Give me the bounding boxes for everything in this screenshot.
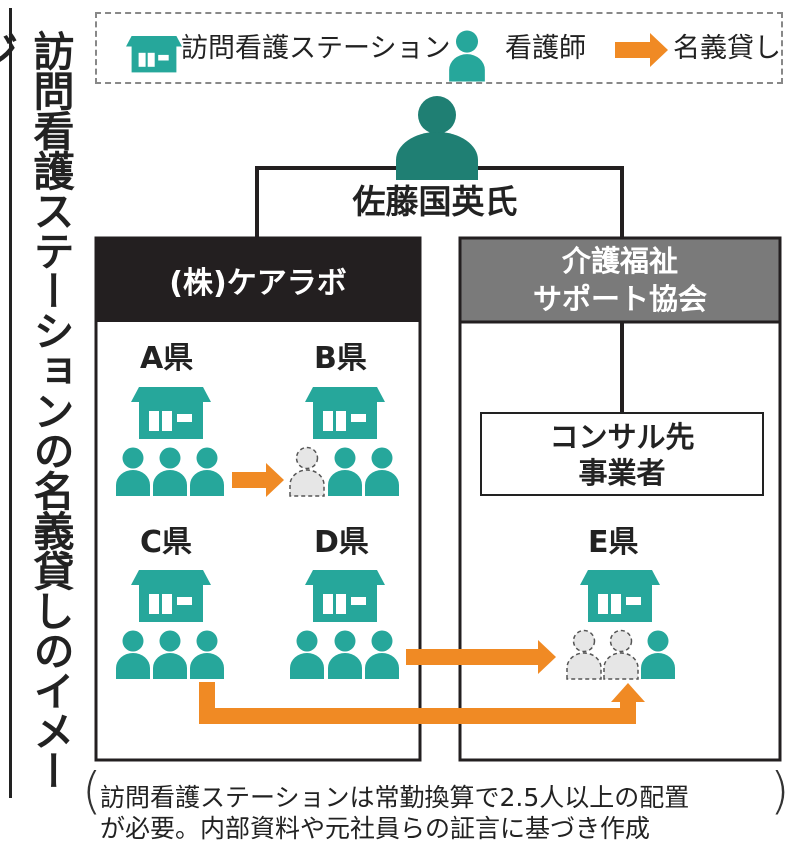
loan-arrow-c-to-e <box>199 682 645 724</box>
nurse-icon <box>641 630 675 679</box>
person-icon <box>396 96 478 180</box>
nurse-icon <box>190 447 224 496</box>
nurse-icon <box>116 447 150 496</box>
nurse-icon <box>328 630 362 679</box>
prefecture-d: D県 <box>314 525 369 560</box>
station-icon-d <box>305 570 385 622</box>
header-association <box>458 236 782 324</box>
prefecture-b: B県 <box>314 341 367 376</box>
prefecture-e: E県 <box>588 525 639 560</box>
care-labo-name: (株)ケアラボ <box>169 266 347 301</box>
nurse-icon <box>290 630 324 679</box>
loan-arrow-d-to-e <box>406 640 556 674</box>
association-name-line2: サポート協会 <box>532 282 707 316</box>
station-icon-e <box>580 570 660 622</box>
nurse-icon <box>365 630 399 679</box>
association-name: 介護福祉 サポート協会 <box>460 238 780 322</box>
footnote: ( 訪問看護ステーションは常勤換算で2.5人以上の配置 が必要。内部資料や元社員… <box>82 766 790 844</box>
station-icon-a <box>131 387 211 439</box>
paren-close: ) <box>770 762 790 820</box>
title-rule <box>9 8 12 798</box>
legend: 訪問看護ステーション 看護師 名義貸し <box>95 12 783 84</box>
nurse-icon <box>116 630 150 679</box>
nurse-icon <box>153 447 187 496</box>
legend-arrow-label: 名義貸し <box>673 33 781 64</box>
phantom-nurse-icon <box>566 629 602 680</box>
nurse-icon <box>153 630 187 679</box>
nurse-icon <box>365 447 399 496</box>
nurse-icon <box>190 630 224 679</box>
paren-open: ( <box>82 762 102 820</box>
footnote-line2: が必要。内部資料や元社員らの証言に基づき作成 <box>100 814 651 843</box>
loan-arrow-a-to-b <box>232 463 284 497</box>
consultant-line2: 事業者 <box>578 456 666 490</box>
phantom-nurse-icon <box>289 446 325 497</box>
legend-station-label: 訪問看護ステーション <box>181 33 451 64</box>
legend-arrow-icon <box>615 33 668 67</box>
prefecture-c: C県 <box>140 525 193 560</box>
consultant-line1: コンサル先 <box>549 420 695 454</box>
station-icon-b <box>305 387 385 439</box>
association-name-line1: 介護福祉 <box>561 244 678 278</box>
phantom-nurse-icon <box>603 629 639 680</box>
legend-station-icon <box>126 36 182 73</box>
diagram-title: 訪問看護ステーションの名義貸しのイメージ <box>0 30 74 790</box>
consultant-box: コンサル先 事業者 <box>480 412 764 496</box>
header-care-labo <box>96 238 420 322</box>
person-name: 佐藤国英氏 <box>300 182 570 222</box>
footnote-line1: 訪問看護ステーションは常勤換算で2.5人以上の配置 <box>100 783 690 812</box>
nurse-icon <box>328 447 362 496</box>
prefecture-a: A県 <box>140 341 194 376</box>
legend-nurse-label: 看護師 <box>505 33 586 64</box>
legend-nurse-icon <box>449 30 485 82</box>
station-icon-c <box>131 570 211 622</box>
